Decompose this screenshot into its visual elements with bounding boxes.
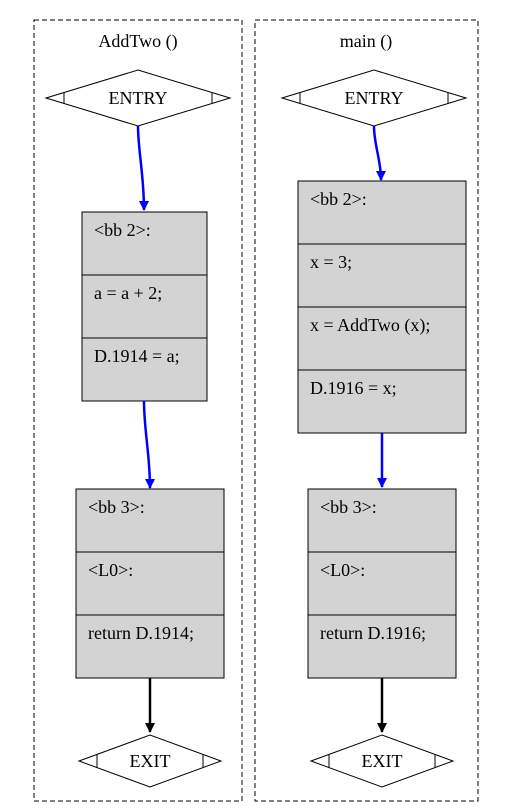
flow-edge [142,400,155,489]
entry-node: ENTRY [280,69,468,127]
block-row: return D.1914; [88,623,194,643]
cluster-title: AddTwo () [98,31,177,52]
cluster-border [254,19,479,802]
block-row: D.1916 = x; [310,378,397,398]
block-row: return D.1916; [320,623,426,643]
cluster-title: main () [340,31,392,52]
entry-label: ENTRY [108,88,167,108]
flow-edge [372,125,386,181]
exit-node: EXIT [309,734,455,788]
block-row: D.1914 = a; [94,346,180,366]
block-row: x = AddTwo (x); [310,315,430,336]
block-row: <L0>: [320,560,365,580]
entry-label: ENTRY [344,88,403,108]
cluster-border [33,19,243,802]
block-row: a = a + 2; [94,283,162,303]
cluster-main: main () ENTRY <bb 2>: x = 3; x = AddTwo … [254,19,479,802]
block-row: <bb 2>: [310,189,367,209]
block-row: <bb 3>: [88,497,145,517]
basic-block-bb2: <bb 2>: a = a + 2; D.1914 = a; [81,211,208,402]
block-row: <bb 2>: [94,220,151,240]
block-row: x = 3; [310,252,352,272]
entry-node: ENTRY [44,69,232,127]
exit-label: EXIT [130,751,171,771]
basic-block-bb3: <bb 3>: <L0>: return D.1914; [75,488,225,679]
exit-label: EXIT [362,751,403,771]
exit-node: EXIT [77,734,223,788]
block-row: <L0>: [88,560,133,580]
block-row: <bb 3>: [320,497,377,517]
cluster-addtwo: AddTwo () ENTRY <bb 2>: a = a + 2; D.191… [33,19,243,802]
basic-block-bb3: <bb 3>: <L0>: return D.1916; [307,488,457,679]
flow-edge [136,125,149,211]
basic-block-bb2: <bb 2>: x = 3; x = AddTwo (x); D.1916 = … [297,180,467,434]
